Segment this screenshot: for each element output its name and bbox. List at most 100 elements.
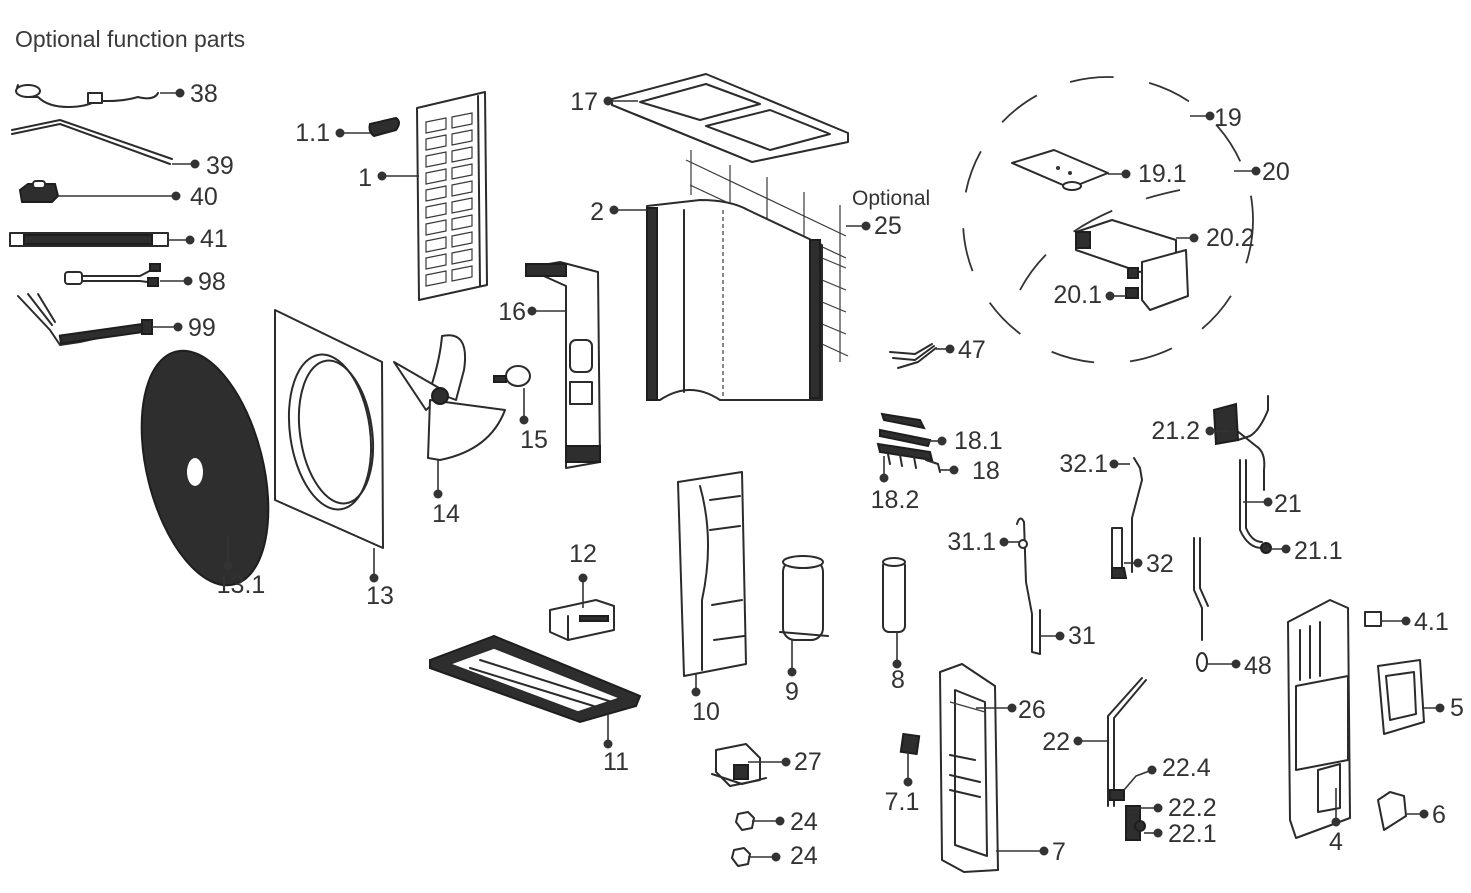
- part-number-label: 18.2: [871, 486, 920, 514]
- grille-cell: [425, 236, 447, 253]
- part-13-front-panel: [274, 309, 384, 549]
- part-21-four-way-valve: [1212, 395, 1272, 554]
- part-32-capillary: [1111, 457, 1143, 579]
- part-1-side-grille: [416, 91, 488, 301]
- part-number-label: 13.1: [217, 571, 266, 599]
- part-number-label: 7.1: [885, 788, 920, 816]
- grille-cell: [425, 151, 447, 168]
- part-18-valve-support: [876, 442, 941, 473]
- part-number-label: 41: [200, 225, 228, 253]
- leader-dot: [861, 221, 871, 231]
- callout-24a: 24: [752, 808, 818, 836]
- callout-21: 21: [1243, 490, 1302, 518]
- part-20.2-electric-box: [1075, 219, 1189, 311]
- callout-7: 7: [996, 838, 1066, 866]
- part-number-label: 21.2: [1151, 417, 1200, 445]
- grille-cell: [451, 112, 473, 129]
- leader-dot: [1133, 558, 1143, 568]
- leader-dot: [171, 191, 181, 201]
- part-27-transformer: [711, 743, 767, 787]
- part-number-label: 32: [1146, 550, 1174, 578]
- grille-cell: [425, 253, 447, 270]
- leader-dot: [1331, 817, 1341, 827]
- part-8-accumulator: [882, 557, 906, 633]
- part-number-label: 2: [590, 198, 604, 226]
- leader-dot: [945, 344, 955, 354]
- grille-cell: [451, 163, 473, 180]
- callout-20.2: 20.2: [1176, 224, 1255, 252]
- callout-9: 9: [785, 640, 799, 706]
- callout-22.2: 22.2: [1130, 794, 1217, 822]
- callout-98: 98: [160, 268, 226, 296]
- callout-4: 4: [1329, 788, 1343, 856]
- part-number-label: 38: [190, 80, 218, 108]
- grille-cell: [451, 197, 473, 214]
- part-48-strainer: [1193, 537, 1209, 672]
- leader-dot: [603, 96, 613, 106]
- callout-20.1: 20.1: [1053, 281, 1126, 309]
- leader-dot: [1205, 426, 1215, 436]
- part-number-label: 21: [1274, 490, 1302, 518]
- part-number-label: 39: [206, 152, 234, 180]
- leader-dot: [949, 465, 959, 475]
- leader-dot: [1231, 659, 1241, 669]
- part-4-right-side-panel: [1287, 599, 1351, 839]
- grille-cell: [425, 134, 447, 151]
- part-number-label: 99: [188, 314, 216, 342]
- leader-dot: [691, 687, 701, 697]
- part-4.1-cover: [1364, 611, 1382, 627]
- callout-2: 2: [590, 198, 647, 226]
- part-number-label: 4: [1329, 828, 1343, 856]
- part-number-label: 32.1: [1059, 450, 1108, 478]
- grille-cell: [451, 231, 473, 248]
- part-5-valve-cover: [1377, 659, 1425, 735]
- leader-dot: [183, 276, 193, 286]
- part-number-label: 48: [1244, 652, 1272, 680]
- leader-dot: [1109, 459, 1119, 469]
- grille-cell: [425, 185, 447, 202]
- part-number-label: 20.2: [1206, 224, 1255, 252]
- callout-31.1: 31.1: [947, 528, 1020, 556]
- leader-dot: [185, 235, 195, 245]
- part-number-label: 25: [874, 212, 902, 240]
- leader-dot: [377, 171, 387, 181]
- callout-41: 41: [168, 225, 228, 253]
- callout-5: 5: [1422, 694, 1464, 722]
- leader-dot: [771, 852, 781, 862]
- callout-19: 19: [1190, 104, 1242, 132]
- part-number-label: 26: [1018, 696, 1046, 724]
- part-number-label: 17: [570, 88, 598, 116]
- leader-dot: [1401, 616, 1411, 626]
- callout-99: 99: [152, 314, 216, 342]
- leader-dot: [937, 436, 947, 446]
- part-number-label: 6: [1432, 801, 1446, 829]
- part-11-base-plate: [429, 634, 642, 724]
- leader-dot: [1147, 765, 1157, 775]
- callout-20: 20: [1234, 158, 1290, 186]
- grille-cell: [451, 129, 473, 146]
- part-number-label: 22.2: [1168, 794, 1217, 822]
- part-number-label: 11: [603, 748, 629, 776]
- leader-dot: [1419, 809, 1429, 819]
- callout-22.1: 22.1: [1144, 820, 1217, 848]
- part-20.1-terminal: [1125, 267, 1139, 299]
- part-15-fan-motor: [493, 365, 531, 387]
- part-number-label: 21.1: [1294, 537, 1343, 565]
- leader-dot: [999, 537, 1009, 547]
- part-number-label: 31: [1068, 622, 1096, 650]
- leader-dot: [223, 561, 233, 571]
- leader-dot: [903, 777, 913, 787]
- leader-dot: [175, 88, 185, 98]
- leader-dot: [1153, 803, 1163, 813]
- leader-line: [1123, 769, 1153, 791]
- leader-dot: [433, 489, 443, 499]
- leader-dot: [190, 159, 200, 169]
- leader-dot: [578, 573, 588, 583]
- part-number-label: 15: [520, 426, 548, 454]
- part-99-harness: [17, 293, 153, 346]
- callout-21.2: 21.2: [1151, 417, 1230, 445]
- part-number-label: 9: [785, 678, 799, 706]
- callout-32: 32: [1124, 550, 1174, 578]
- leader-dot: [781, 757, 791, 767]
